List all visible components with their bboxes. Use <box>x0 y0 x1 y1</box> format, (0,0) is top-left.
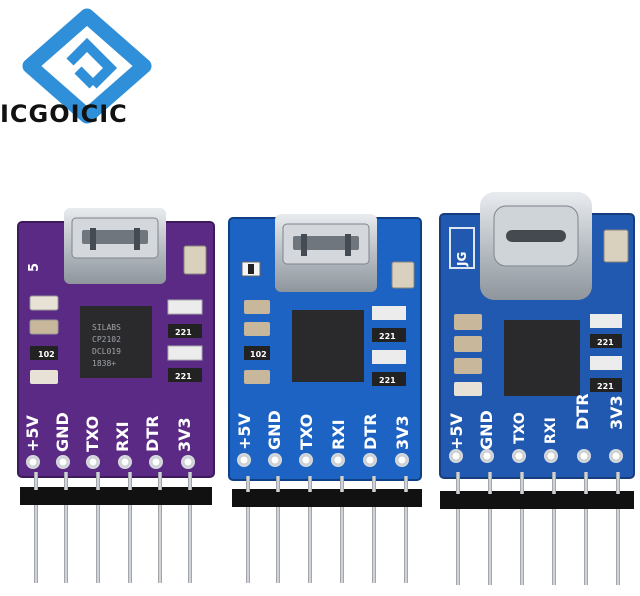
svg-text:221: 221 <box>597 382 614 391</box>
board-blue-usb-c: JG 221 221 +5V GND TXO RXI DTR 3V3 <box>439 192 635 479</box>
ic-chip <box>292 310 364 382</box>
chip-marking-line: SILABS <box>92 323 121 332</box>
pin-pads <box>26 455 195 469</box>
chip-marking-line: 1838+ <box>92 359 116 368</box>
pin-header <box>440 472 634 585</box>
chip-marking-line: DCL019 <box>92 347 121 356</box>
svg-text:102: 102 <box>250 350 267 359</box>
micro-usb-connector <box>64 208 166 284</box>
silk-code: 5 <box>27 263 42 272</box>
ic-chip <box>504 320 580 396</box>
brand-name: ICGOICIC <box>0 100 128 128</box>
board-blue-micro-usb: 102 221 221 +5V GND TXO RXI DTR 3V3 <box>228 214 422 481</box>
pin-label-3v3: 3V3 <box>607 395 626 430</box>
pin-label-3v3: 3V3 <box>175 417 194 452</box>
svg-text:221: 221 <box>597 338 614 347</box>
svg-text:221: 221 <box>175 328 192 337</box>
pin-label-dtr: DTR <box>143 415 162 452</box>
svg-text:221: 221 <box>379 332 396 341</box>
svg-text:221: 221 <box>175 372 192 381</box>
micro-usb-connector <box>275 214 377 292</box>
pin-label-5v: +5V <box>235 412 254 450</box>
pin-label-gnd: GND <box>477 410 496 450</box>
board-purple-micro-usb: 5 102 SILABS CP2102 DCL019 1838+ 221 221… <box>17 208 215 478</box>
chip-marking-line: CP2102 <box>92 335 121 344</box>
pin-label-rxi: RXI <box>329 419 348 450</box>
pin-header <box>20 472 212 583</box>
pin-label-gnd: GND <box>265 410 284 450</box>
pin-label-txo: TXO <box>83 416 102 452</box>
silk-code: JG <box>455 252 469 267</box>
pin-label-dtr: DTR <box>573 393 592 430</box>
pin-label-dtr: DTR <box>361 413 380 450</box>
brand-logo <box>22 8 152 124</box>
pin-label-txo: TXO <box>512 412 528 444</box>
pin-label-txo: TXO <box>297 414 316 450</box>
pin-header <box>232 476 422 583</box>
usb-c-connector <box>480 192 592 300</box>
pin-label-3v3: 3V3 <box>393 415 412 450</box>
pin-label-rxi: RXI <box>113 421 132 452</box>
pin-pads <box>449 449 623 463</box>
svg-text:102: 102 <box>38 350 55 359</box>
pin-label-gnd: GND <box>53 412 72 452</box>
pin-pads <box>237 453 409 467</box>
pin-label-5v: +5V <box>23 414 42 452</box>
pin-label-rxi: RXI <box>543 417 559 444</box>
ic-chip <box>80 306 152 378</box>
svg-text:221: 221 <box>379 376 396 385</box>
pin-label-5v: +5V <box>447 412 466 450</box>
